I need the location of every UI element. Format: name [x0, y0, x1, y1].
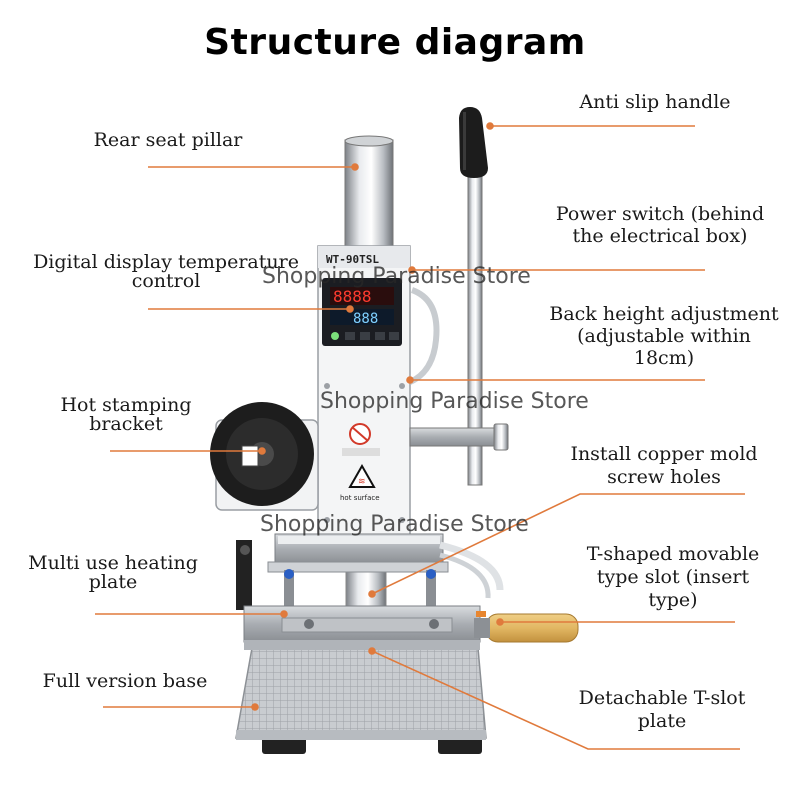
- store-watermark: Shopping Paradise Store: [320, 389, 589, 414]
- label-detachable-plate: Detachable T-slot plate: [578, 687, 746, 732]
- model-label: WT-90TSL: [326, 253, 379, 266]
- anti-slip-handle-knob: [459, 107, 488, 178]
- hot-surface-warning-icon: [348, 463, 376, 488]
- wooden-handle: [485, 613, 579, 643]
- page-title: Structure diagram: [204, 22, 586, 63]
- label-t-slot: T-shaped movable type slot (insert type): [586, 543, 760, 611]
- rear-seat-pillar: [344, 139, 394, 251]
- height-adjust-bar: [409, 427, 503, 447]
- store-watermark: Shopping Paradise Store: [262, 264, 531, 289]
- label-full-base: Full version base: [42, 670, 208, 692]
- svg-text:≋: ≋: [358, 477, 366, 487]
- base-grid-plate: [235, 647, 487, 739]
- label-back-height: Back height adjustment (adjustable withi…: [549, 303, 779, 369]
- screw-post: [284, 570, 294, 610]
- svg-text:888: 888: [353, 311, 378, 327]
- label-anti-slip-handle: Anti slip handle: [579, 91, 731, 113]
- warning-text: hot surface: [340, 494, 380, 502]
- label-hot-stamping-bracket: Hot stamping bracket: [60, 394, 192, 435]
- label-copper-mold: Install copper mold screw holes: [570, 443, 758, 488]
- label-digital-display: Digital display temperature control: [33, 251, 299, 292]
- store-watermark: Shopping Paradise Store: [260, 512, 529, 537]
- label-power-switch: Power switch (behind the electrical box): [555, 203, 765, 247]
- label-heating-plate: Multi use heating plate: [28, 552, 198, 593]
- label-rear-seat-pillar: Rear seat pillar: [93, 129, 243, 151]
- svg-text:8888: 8888: [333, 287, 372, 306]
